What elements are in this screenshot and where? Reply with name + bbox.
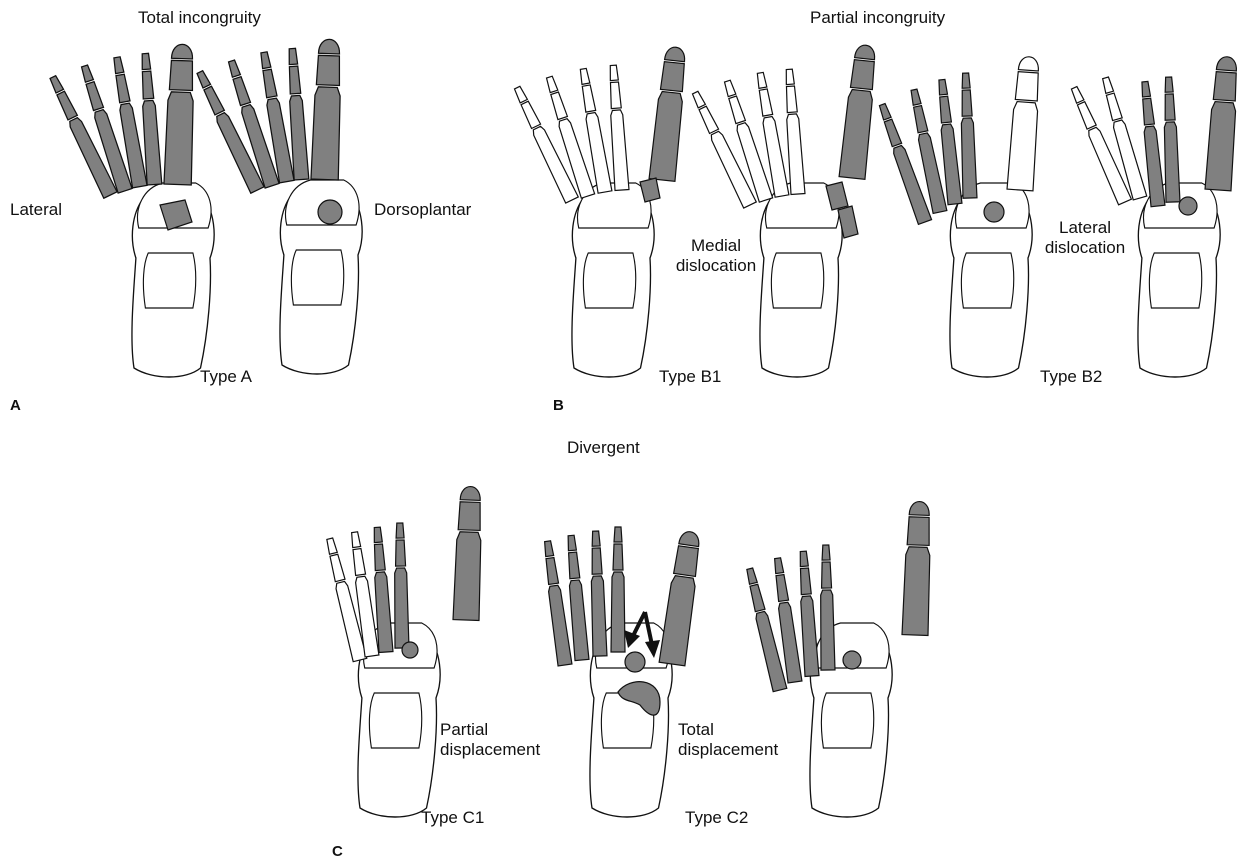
- panel-c-letter: C: [332, 843, 343, 860]
- type-c1-label: Type C1: [421, 808, 484, 828]
- foot-b2-second: [1068, 56, 1241, 377]
- type-a-label: Type A: [200, 367, 252, 387]
- foot-b2-first: [876, 56, 1043, 377]
- foot-a-lateral: [46, 44, 214, 377]
- label-total-displacement: Total displacement: [678, 720, 778, 760]
- foot-c2: [541, 527, 704, 817]
- foot-b1-second: [689, 44, 879, 377]
- foot-c3: [743, 501, 933, 817]
- heading-total-incongruity: Total incongruity: [138, 8, 261, 28]
- label-partial-displacement: Partial displacement: [440, 720, 540, 760]
- heading-divergent: Divergent: [567, 438, 640, 458]
- label-lateral: Lateral: [10, 200, 62, 220]
- type-b2-label: Type B2: [1040, 367, 1102, 387]
- panel-a-letter: A: [10, 397, 21, 414]
- type-c2-label: Type C2: [685, 808, 748, 828]
- foot-c1: [323, 486, 484, 817]
- foot-a-dorsoplantar: [193, 39, 362, 374]
- panel-b-letter: B: [553, 397, 564, 414]
- label-medial-dislocation: Medial dislocation: [666, 236, 766, 276]
- label-lateral-dislocation: Lateral dislocation: [1035, 218, 1135, 258]
- type-b1-label: Type B1: [659, 367, 721, 387]
- foot-b1-first: [511, 46, 689, 377]
- label-dorsoplantar: Dorsoplantar: [374, 200, 471, 220]
- heading-partial-incongruity: Partial incongruity: [810, 8, 945, 28]
